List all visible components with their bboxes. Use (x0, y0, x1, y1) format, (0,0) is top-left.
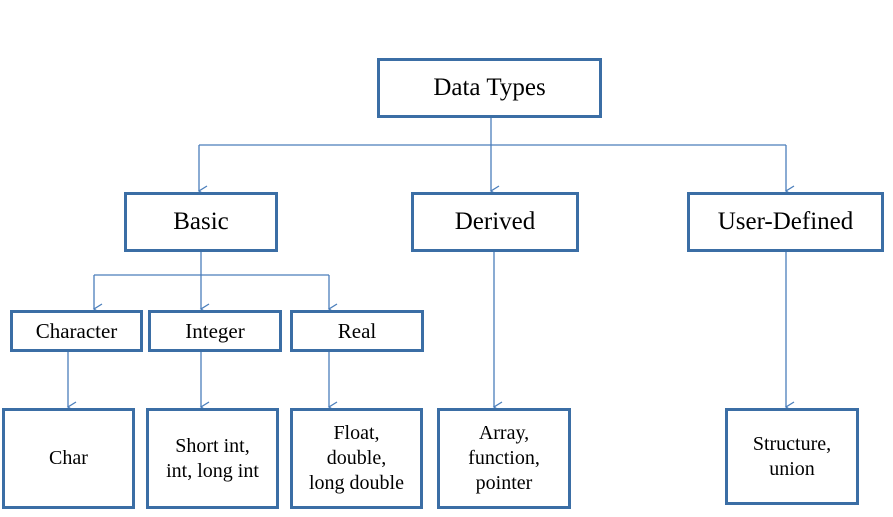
node-integer-types-label: Short int, int, long int (166, 434, 259, 482)
node-user-types: Structure, union (725, 408, 859, 505)
node-basic-label: Basic (173, 208, 229, 236)
node-integer: Integer (148, 310, 282, 352)
node-derived-types-label: Array, function, pointer (468, 422, 540, 494)
node-user-defined-label: User-Defined (717, 208, 854, 236)
node-character: Character (10, 310, 143, 352)
node-derived-label: Derived (454, 208, 536, 236)
node-real-types-label: Float, double, long double (309, 422, 404, 494)
node-derived: Derived (411, 192, 579, 252)
node-integer-label: Integer (185, 318, 245, 343)
node-char-label: Char (49, 447, 88, 469)
node-real-label: Real (337, 318, 377, 343)
node-character-label: Character (35, 318, 118, 343)
node-derived-types: Array, function, pointer (437, 408, 571, 509)
node-data-types-label: Data Types (433, 74, 546, 102)
node-user-defined: User-Defined (687, 192, 884, 252)
node-real-types: Float, double, long double (290, 408, 423, 509)
node-basic: Basic (124, 192, 278, 252)
node-real: Real (290, 310, 424, 352)
node-user-types-label: Structure, union (752, 432, 832, 480)
node-integer-types: Short int, int, long int (146, 408, 279, 509)
node-char: Char (2, 408, 135, 509)
node-data-types: Data Types (377, 58, 602, 118)
